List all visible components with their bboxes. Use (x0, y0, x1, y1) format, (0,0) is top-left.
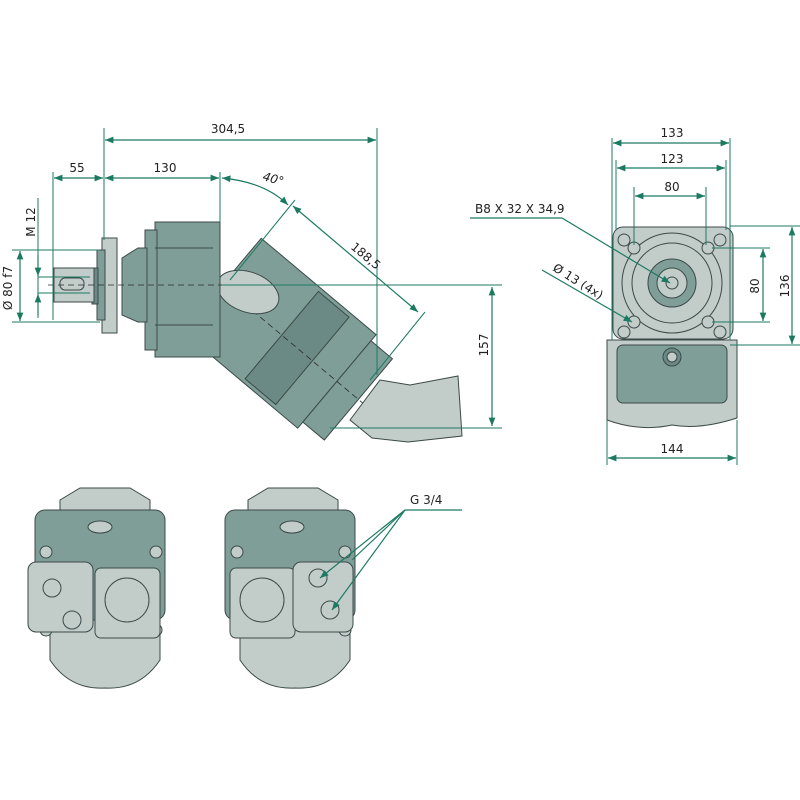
dim-body-length: 130 (154, 161, 177, 175)
dim-base-width: 144 (661, 442, 684, 456)
dim-shaft-length: 55 (69, 161, 84, 175)
side-view-pump (48, 221, 463, 443)
label-spline: B8 X 32 X 34,9 (475, 202, 565, 216)
dim-bolt-spacing-v: 80 (748, 278, 762, 293)
rear-view-left (27, 487, 166, 689)
dim-overall-length: 304,5 (211, 122, 245, 136)
label-bolt-holes: Ø 13 (4x) (550, 261, 605, 303)
label-port-thread: G 3/4 (410, 493, 442, 507)
rear-view-right (224, 487, 356, 689)
dim-width-inner: 123 (661, 152, 684, 166)
dim-height: 136 (778, 275, 792, 298)
dim-pilot-diameter: Ø 80 f7 (1, 266, 15, 310)
dim-angle: 40° (261, 169, 285, 188)
dim-bolt-spacing-h: 80 (664, 180, 679, 194)
front-view-pump (606, 226, 738, 429)
dim-width-outer: 133 (661, 126, 684, 140)
port-callout: G 3/4 (319, 493, 462, 611)
dim-thread: M 12 (24, 207, 38, 236)
dim-port-offset: 157 (477, 334, 491, 357)
